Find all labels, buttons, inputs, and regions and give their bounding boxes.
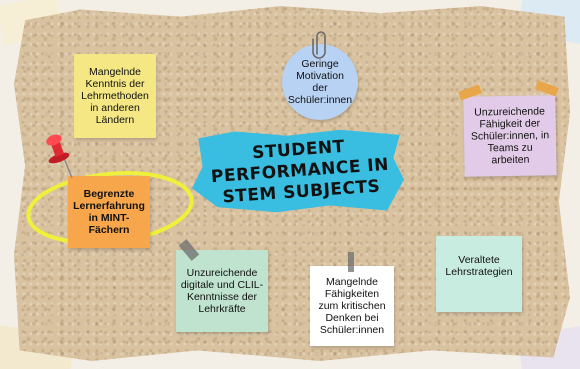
note-lehrmethoden: Mangelnde Kenntnis der Lehrmethoden in a… (74, 54, 156, 138)
note-lernerfahrung: Begrenzte Lernerfahrung in MINT-Fächern (68, 176, 150, 248)
note-clil: Unzureichende digitale und CLIL-Kenntnis… (176, 250, 268, 332)
note-strategien: Veraltete Lehrstrategien (436, 236, 522, 312)
note-motivation: Geringe Motivation der Schüler:innen (282, 44, 358, 120)
note-denken: Mangelnde Fähigkeiten zum kritischen Den… (310, 266, 394, 346)
push-pin-icon (46, 134, 73, 179)
title-band (192, 129, 404, 213)
tape-strip-icon (348, 252, 354, 272)
note-lernerfahrung-text: Begrenzte Lernerfahrung in MINT-Fächern (73, 188, 145, 236)
paperclip-icon (312, 31, 326, 59)
note-teams-text: Unzureichende Fähigkeit der Schüler:inne… (470, 105, 550, 167)
note-teams: Unzureichende Fähigkeit der Schüler:inne… (463, 95, 557, 177)
note-strategien-text: Veraltete Lehrstrategien (445, 254, 513, 278)
note-clil-text: Unzureichende digitale und CLIL-Kenntnis… (180, 267, 264, 315)
note-denken-text: Mangelnde Fähigkeiten zum kritischen Den… (318, 276, 386, 336)
note-motivation-text: Geringe Motivation der Schüler:innen (287, 58, 353, 106)
note-lehrmethoden-text: Mangelnde Kenntnis der Lehrmethoden in a… (81, 66, 149, 126)
